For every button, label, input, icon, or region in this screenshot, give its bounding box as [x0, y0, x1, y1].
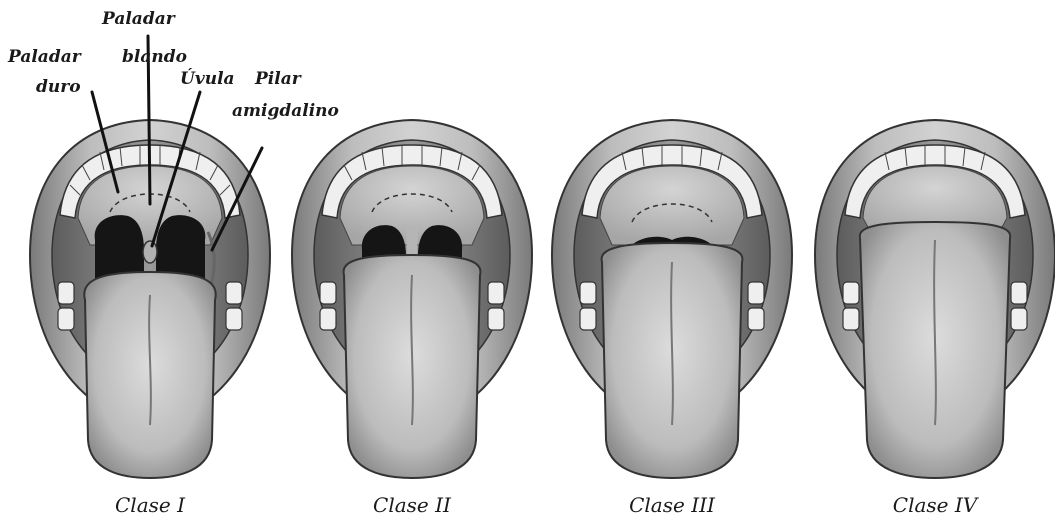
uvula	[143, 241, 157, 263]
caption-class-3: Clase III	[629, 493, 716, 517]
label-paladar-top: Paladar	[101, 9, 176, 29]
mouth-class-2	[292, 120, 532, 478]
label-uvula: Úvula	[180, 68, 235, 89]
caption-class-1: Clase I	[115, 493, 186, 517]
mouth-class-4	[815, 120, 1055, 478]
label-paladar-left: Paladar	[7, 47, 82, 67]
label-amigdalino: amigdalino	[232, 101, 339, 121]
label-blando: blando	[122, 47, 187, 67]
label-pilar: Pilar	[254, 69, 302, 89]
mouth-class-3	[552, 120, 792, 478]
caption-class-2: Clase II	[373, 493, 452, 517]
label-duro: duro	[36, 77, 81, 97]
uvula-base	[406, 228, 418, 258]
caption-class-4: Clase IV	[893, 493, 980, 517]
palate	[600, 166, 744, 245]
